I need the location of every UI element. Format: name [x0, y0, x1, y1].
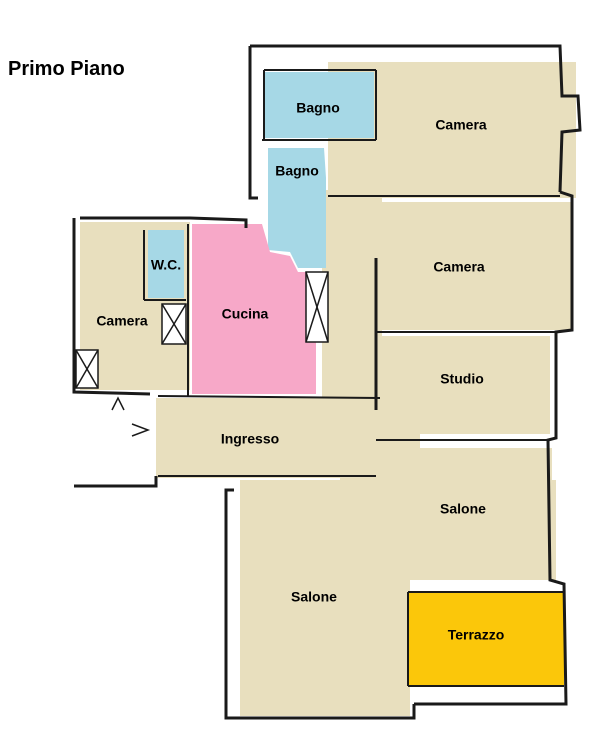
label-camera-top: Camera	[435, 117, 487, 133]
label-bagno-mid: Bagno	[275, 163, 319, 179]
shaft-boxes	[75, 271, 329, 389]
label-cucina: Cucina	[222, 306, 269, 322]
label-ingresso: Ingresso	[221, 431, 279, 447]
label-terrazzo: Terrazzo	[448, 627, 505, 643]
label-wc: W.C.	[151, 257, 181, 273]
room-salone-main	[240, 480, 380, 716]
room-terrazzo	[408, 592, 564, 686]
label-studio: Studio	[440, 371, 484, 387]
label-camera-left: Camera	[96, 313, 148, 329]
label-salone-main: Salone	[291, 589, 337, 605]
room-bagno-top	[264, 72, 374, 138]
room-studio	[380, 336, 550, 434]
label-salone-right: Salone	[440, 501, 486, 517]
label-bagno-top: Bagno	[296, 100, 340, 116]
room-bagno-mid	[268, 148, 326, 268]
walls	[72, 44, 582, 720]
entrance-marker	[111, 396, 151, 437]
label-camera-mid: Camera	[433, 259, 485, 275]
floor-title: Primo Piano	[8, 58, 125, 80]
room-cucina	[192, 224, 316, 394]
room-camera-mid	[376, 202, 572, 330]
room-wc	[148, 230, 184, 298]
